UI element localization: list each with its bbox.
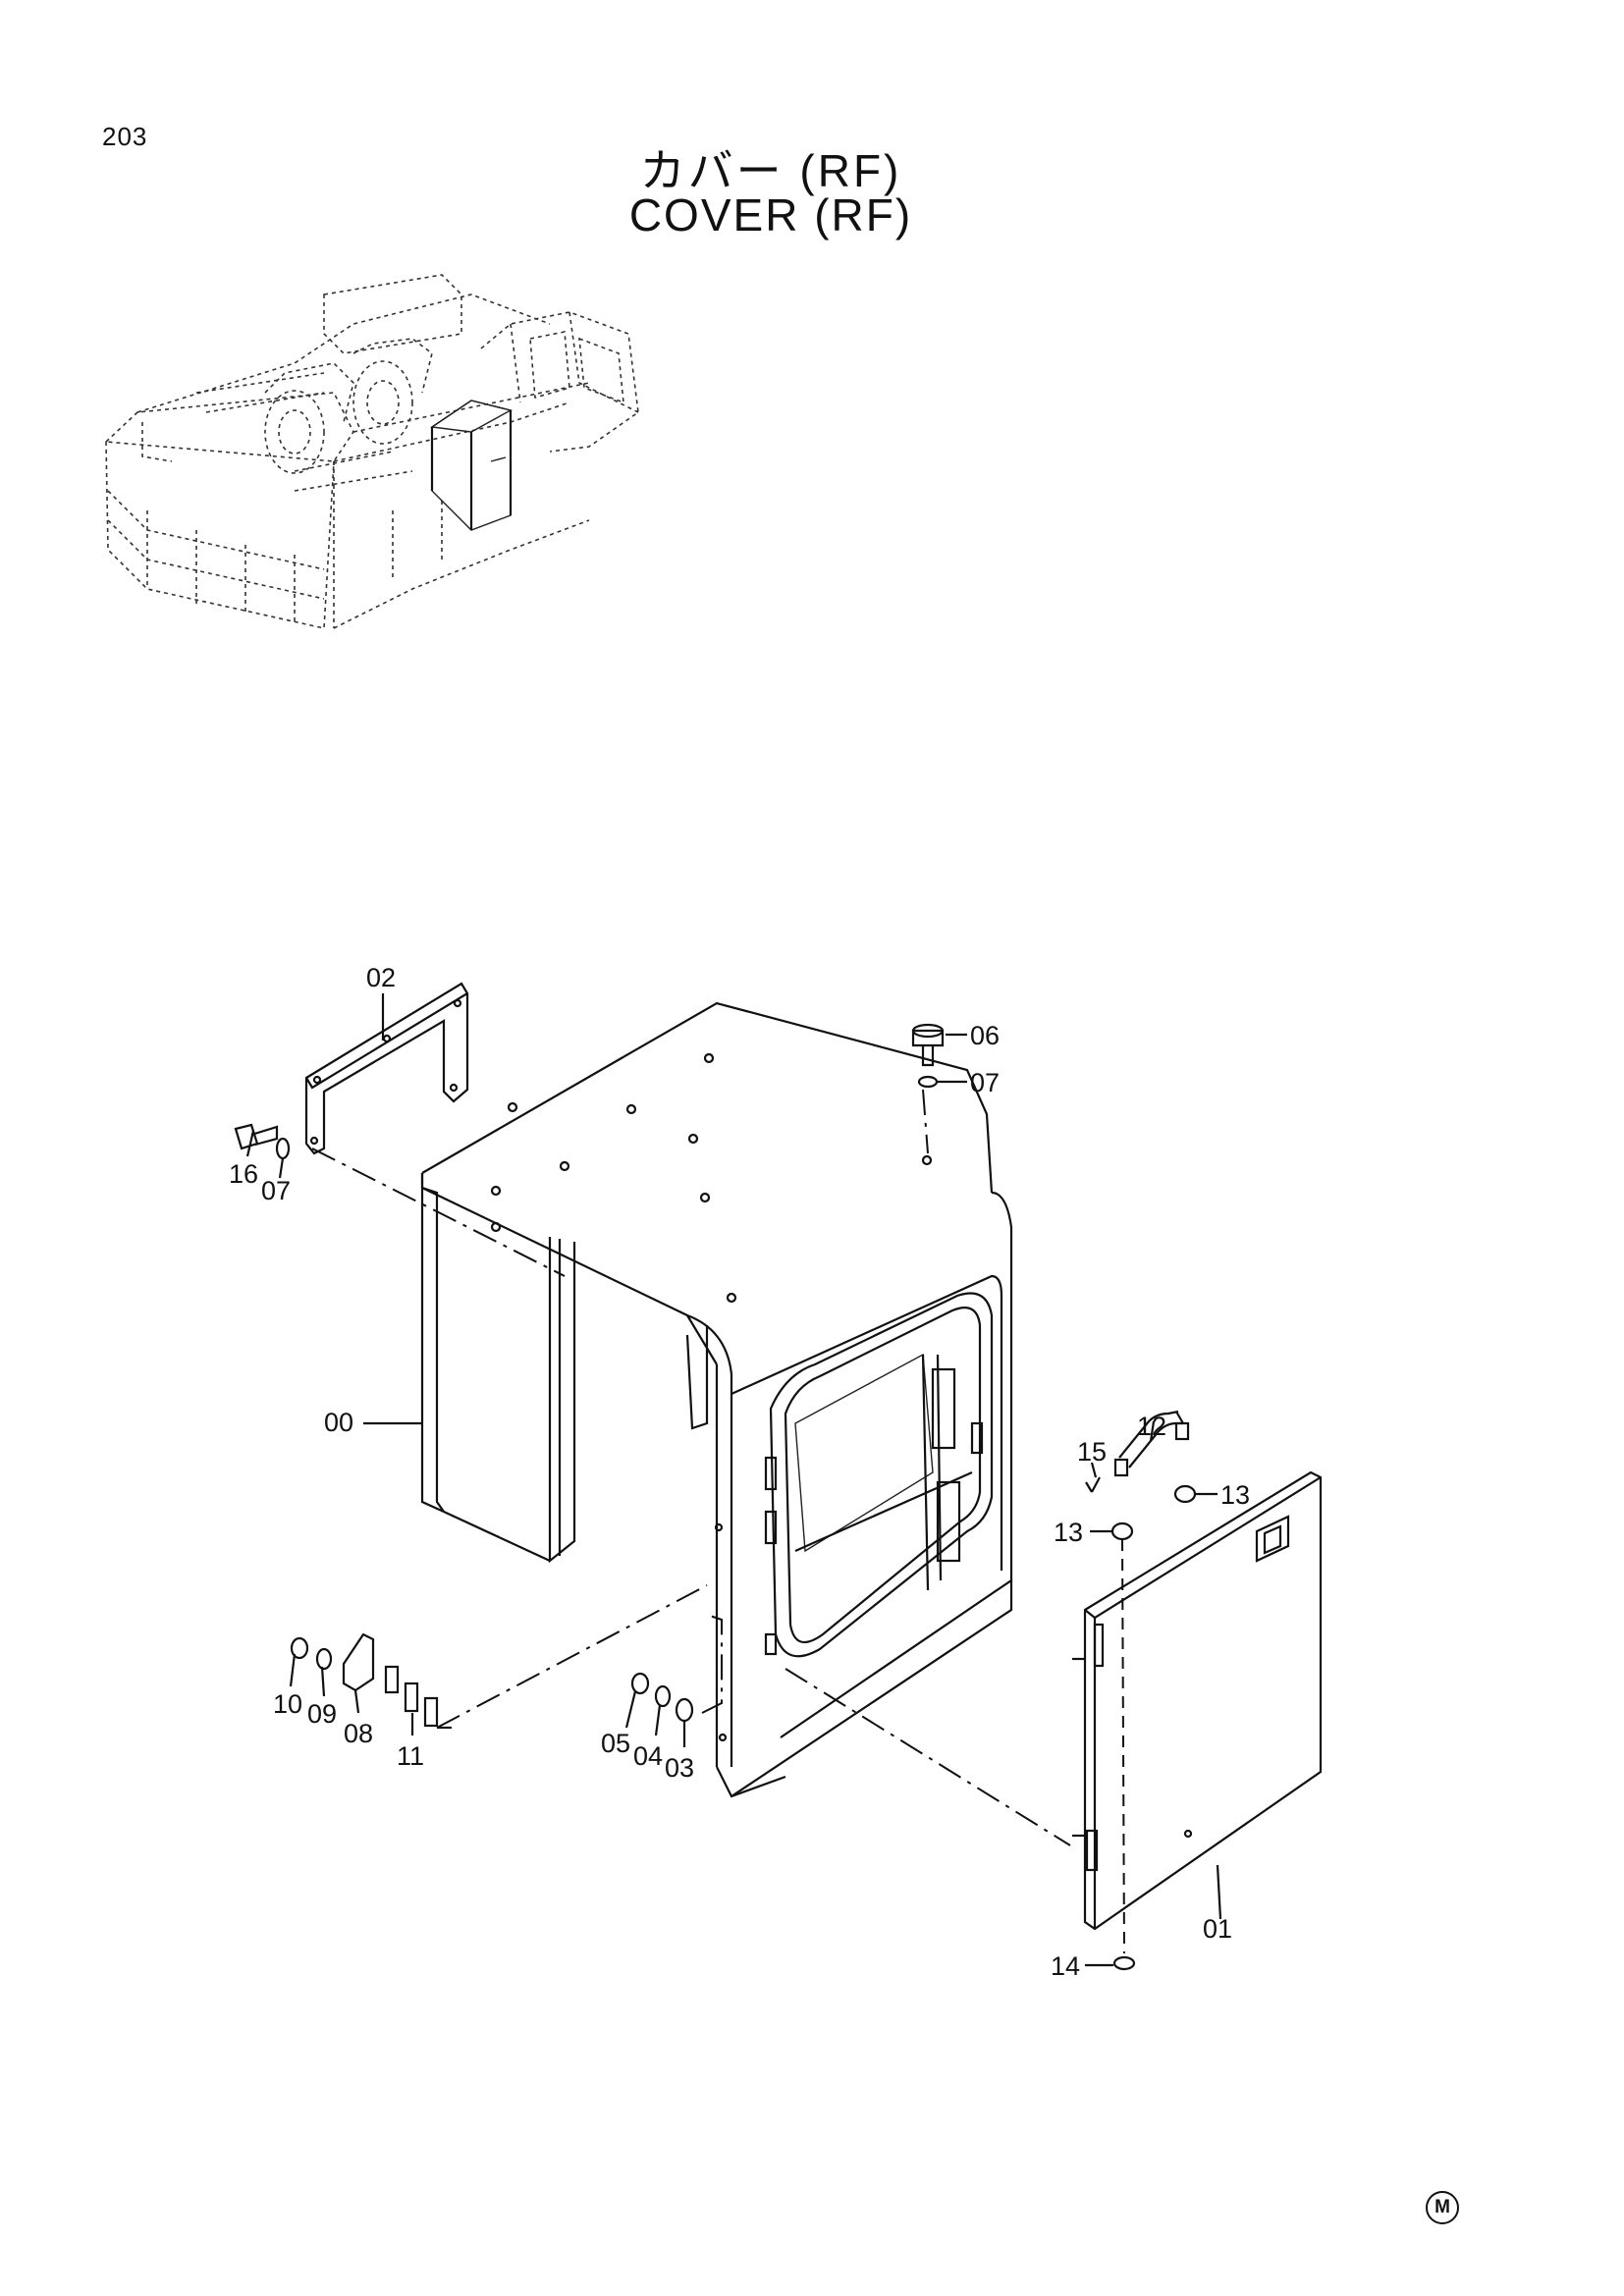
callout-04: 05 <box>601 1729 630 1758</box>
callout-13-left: 13 <box>1054 1518 1083 1547</box>
callout-16: 16 <box>229 1159 258 1189</box>
callout-06: 06 <box>970 1021 1000 1050</box>
callout-leaders <box>245 993 1222 1967</box>
page-number: 203 <box>102 122 148 151</box>
m-mark-icon: M <box>1426 2191 1459 2224</box>
callout-07-left: 07 <box>261 1176 291 1205</box>
callout-08: 08 <box>344 1719 373 1748</box>
cover-assembly-drawing <box>234 982 1323 1971</box>
callout-05: 02 <box>366 963 396 992</box>
callout-11: 11 <box>397 1741 424 1771</box>
callout-12: 12 <box>1137 1412 1166 1441</box>
callout-10: 10 <box>273 1689 302 1719</box>
callout-03: 04 <box>633 1741 663 1771</box>
callout-07-top: 07 <box>970 1068 1000 1097</box>
callout-14: 14 <box>1051 1951 1080 1981</box>
callout-labels: 02 00 06 07 16 07 10 09 08 11 05 04 03 1… <box>229 963 1250 1981</box>
callout-01: 01 <box>1203 1914 1232 1944</box>
machine-overview-illustration <box>104 274 639 629</box>
title-english: COVER (RF) <box>628 189 913 240</box>
callout-02: 03 <box>665 1753 694 1783</box>
title-japanese: カバー (RF) <box>639 145 902 196</box>
callout-15: 15 <box>1077 1437 1107 1467</box>
callout-09: 09 <box>307 1699 337 1729</box>
callout-00: 00 <box>324 1408 353 1437</box>
callout-13-right: 13 <box>1220 1480 1250 1510</box>
